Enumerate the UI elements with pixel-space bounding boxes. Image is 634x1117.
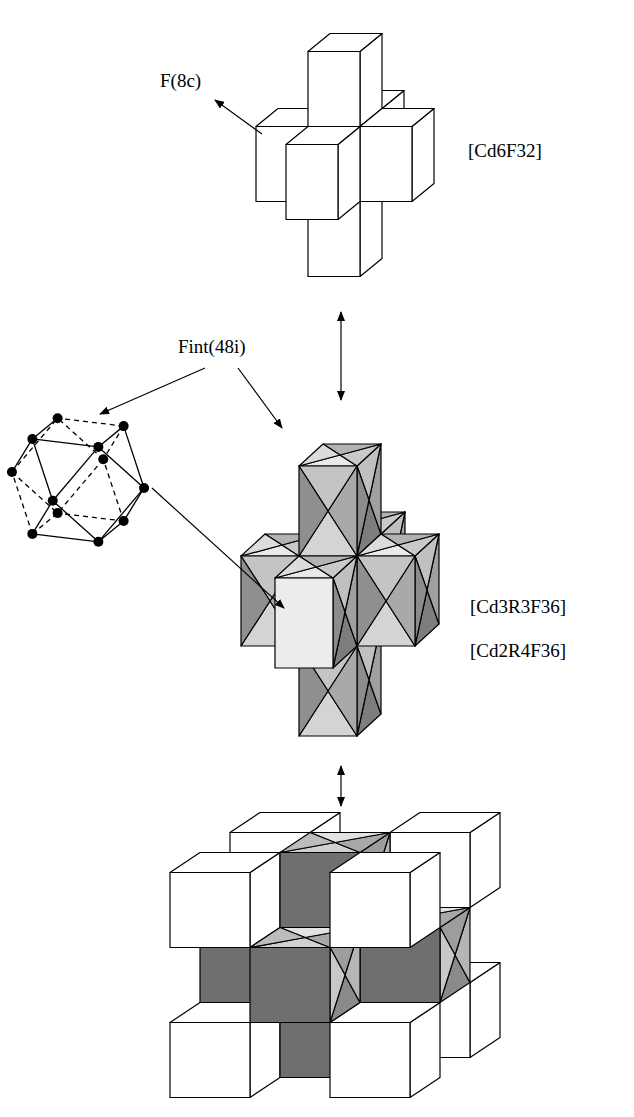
atom xyxy=(48,496,58,506)
face xyxy=(360,109,434,127)
atom xyxy=(93,442,103,452)
atom xyxy=(27,529,37,539)
atom xyxy=(139,483,149,493)
face xyxy=(230,813,340,833)
face xyxy=(330,1023,410,1098)
edge xyxy=(53,501,99,542)
face xyxy=(241,534,282,556)
face xyxy=(286,145,338,220)
face xyxy=(275,556,316,578)
face xyxy=(357,534,398,556)
edge xyxy=(98,488,144,542)
edge xyxy=(32,534,98,542)
atom-label: F(8c) xyxy=(158,70,203,93)
face xyxy=(250,928,305,948)
edge xyxy=(124,488,144,521)
leader-line xyxy=(238,368,282,428)
face xyxy=(360,127,412,202)
face xyxy=(330,873,410,948)
face xyxy=(333,578,345,668)
leader-lines xyxy=(100,100,341,806)
face xyxy=(357,646,369,736)
double-arrow xyxy=(340,766,341,806)
face xyxy=(357,466,369,556)
face xyxy=(308,34,382,52)
atom xyxy=(98,454,108,464)
formula-label: [Cd2R4F36] xyxy=(468,640,568,663)
leader-line xyxy=(100,368,205,414)
edge xyxy=(53,447,99,501)
edge xyxy=(32,439,52,501)
cuboctahedron xyxy=(7,413,149,547)
leader-line xyxy=(215,100,262,134)
formula-label: [Cd3R3F36] xyxy=(468,596,568,619)
face xyxy=(299,466,328,556)
polyhedra-cross xyxy=(241,444,439,736)
atom xyxy=(53,508,63,518)
face xyxy=(357,556,386,646)
face xyxy=(308,52,360,127)
cube-cross xyxy=(256,34,434,277)
double-arrow xyxy=(340,312,341,400)
face xyxy=(241,556,270,646)
atom xyxy=(27,434,37,444)
formula-label: [Cd6F32] xyxy=(466,140,544,163)
face xyxy=(250,948,330,1023)
face xyxy=(170,873,250,948)
face xyxy=(286,127,360,145)
edge xyxy=(98,447,144,488)
face xyxy=(280,833,335,853)
face xyxy=(440,928,455,1003)
atom xyxy=(119,516,129,526)
leader-line xyxy=(152,488,284,608)
hidden-edge xyxy=(58,418,104,459)
hidden-edge xyxy=(103,459,123,521)
atom xyxy=(53,413,63,423)
cube-frame xyxy=(170,813,500,1098)
face xyxy=(330,948,345,1023)
face xyxy=(390,813,500,833)
face xyxy=(330,853,440,873)
face xyxy=(415,556,427,646)
face xyxy=(275,578,333,668)
face xyxy=(170,1023,250,1098)
atom xyxy=(119,421,129,431)
edge xyxy=(12,439,32,472)
hidden-edge xyxy=(58,418,124,426)
atom-label: Fint(48i) xyxy=(176,336,248,359)
face xyxy=(170,853,280,873)
atom xyxy=(93,537,103,547)
hidden-edge xyxy=(12,418,58,472)
edge xyxy=(32,501,52,534)
hidden-edge xyxy=(12,472,58,513)
atom xyxy=(7,467,17,477)
face xyxy=(299,444,340,466)
